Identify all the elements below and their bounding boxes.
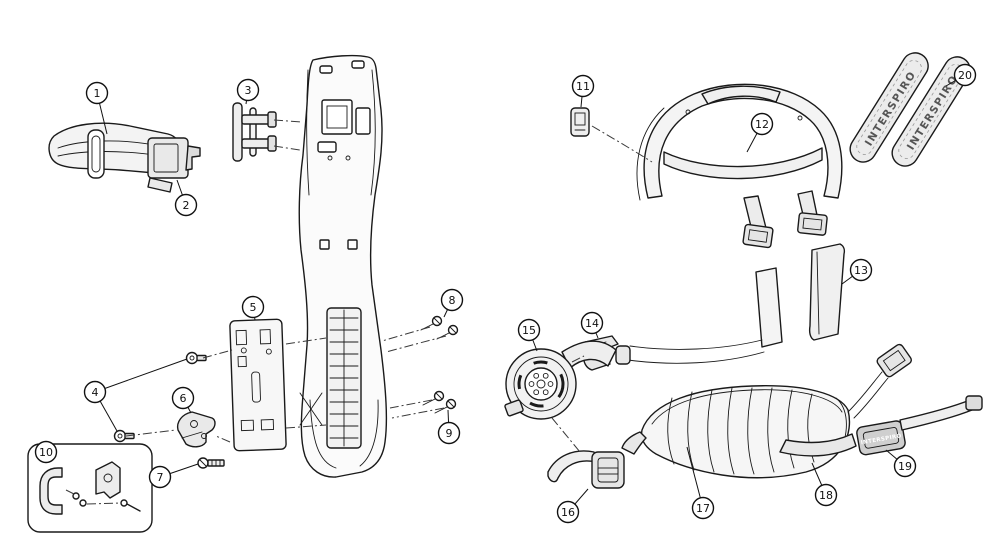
callout-label: 5 bbox=[250, 301, 257, 314]
callout-label: 2 bbox=[183, 199, 190, 212]
part-head-harness bbox=[636, 83, 843, 249]
callout-label: 12 bbox=[755, 118, 769, 131]
callout-circle bbox=[849, 258, 873, 282]
callout-11: 11 bbox=[571, 74, 595, 108]
callout-label: 14 bbox=[585, 317, 599, 330]
callout-circle bbox=[571, 74, 595, 98]
callout-label: 9 bbox=[446, 427, 453, 440]
callout-19: 19 bbox=[885, 449, 917, 478]
callout-circle bbox=[236, 78, 260, 102]
callout-circle bbox=[174, 193, 198, 217]
harness-buckle-left bbox=[742, 223, 774, 249]
callout-label: 3 bbox=[245, 84, 252, 97]
callout-label: 16 bbox=[561, 506, 575, 519]
callout-circle bbox=[171, 386, 195, 410]
callout-circle bbox=[83, 380, 107, 404]
callout-label: 1 bbox=[94, 87, 101, 100]
callout-5: 5 bbox=[241, 295, 265, 321]
callout-label: 7 bbox=[157, 471, 164, 484]
strap-slider bbox=[87, 129, 105, 179]
callout-label: 17 bbox=[696, 502, 710, 515]
callout-10: 10 bbox=[34, 440, 58, 464]
part-bracket-6 bbox=[176, 411, 216, 448]
callout-6: 6 bbox=[171, 386, 195, 414]
part-side-buckle bbox=[876, 343, 912, 378]
callout-label: 18 bbox=[819, 489, 833, 502]
callout-14: 14 bbox=[580, 311, 604, 339]
callout-label: 4 bbox=[92, 386, 99, 399]
part-backplate bbox=[298, 54, 388, 478]
callout-20: 20 bbox=[945, 63, 977, 87]
callout-3: 3 bbox=[236, 78, 260, 105]
callout-circle bbox=[34, 440, 58, 464]
callout-2: 2 bbox=[174, 179, 198, 217]
callout-16: 16 bbox=[556, 488, 589, 524]
part-pin-bracket bbox=[232, 102, 277, 162]
part-waist-buckle: INTERSPIRO bbox=[856, 420, 906, 456]
callout-label: 19 bbox=[898, 460, 912, 473]
callout-circle bbox=[148, 465, 172, 489]
part-ratchet bbox=[504, 340, 617, 420]
part-screws-4 bbox=[113, 351, 207, 443]
callout-label: 6 bbox=[180, 392, 187, 405]
callout-circle bbox=[580, 311, 604, 335]
part-mounting-plate bbox=[229, 318, 287, 452]
callout-9: 9 bbox=[437, 409, 461, 445]
callout-circle bbox=[953, 63, 977, 87]
callout-4: 4 bbox=[83, 358, 188, 432]
callout-circle bbox=[814, 483, 838, 507]
callout-label: 20 bbox=[958, 69, 972, 82]
part-clip-11 bbox=[570, 107, 590, 137]
callout-leader-line bbox=[94, 358, 188, 393]
part-screws-9 bbox=[422, 390, 457, 414]
callout-1: 1 bbox=[85, 81, 109, 135]
callout-7: 7 bbox=[148, 463, 199, 489]
part-strap-buckle bbox=[147, 137, 201, 193]
callout-label: 8 bbox=[449, 294, 456, 307]
part-comfort-pads: INTERSPIRO INTERSPIRO bbox=[849, 52, 971, 167]
callout-circle bbox=[85, 81, 109, 105]
part-strap-16 bbox=[547, 450, 625, 489]
callout-circle bbox=[517, 318, 541, 342]
callout-17: 17 bbox=[686, 446, 715, 520]
callout-circle bbox=[750, 112, 774, 136]
callout-circle bbox=[440, 288, 464, 312]
callout-circle bbox=[691, 496, 715, 520]
callout-13: 13 bbox=[841, 258, 873, 285]
harness-buckle-right bbox=[797, 212, 828, 236]
callout-circle bbox=[556, 500, 580, 524]
part-waist-pad bbox=[621, 385, 851, 479]
callout-circle bbox=[893, 454, 917, 478]
callout-12: 12 bbox=[746, 112, 774, 153]
callout-circle bbox=[241, 295, 265, 319]
callout-8: 8 bbox=[440, 288, 464, 318]
callout-label: 13 bbox=[854, 264, 868, 277]
assembly-lines bbox=[125, 119, 653, 453]
part-waist-strap: INTERSPIRO bbox=[779, 343, 983, 457]
callout-18: 18 bbox=[811, 462, 838, 507]
callout-circle bbox=[437, 421, 461, 445]
part-shoulder-straps bbox=[615, 243, 846, 365]
part-clamp-kit-inset bbox=[27, 443, 153, 533]
part-head-strap bbox=[48, 122, 201, 193]
part-screw-7 bbox=[197, 457, 225, 469]
callout-label: 15 bbox=[522, 324, 536, 337]
part-screws-8 bbox=[420, 315, 459, 340]
callout-label: 11 bbox=[576, 80, 590, 93]
callout-15: 15 bbox=[517, 318, 541, 352]
callout-label: 10 bbox=[39, 446, 53, 459]
